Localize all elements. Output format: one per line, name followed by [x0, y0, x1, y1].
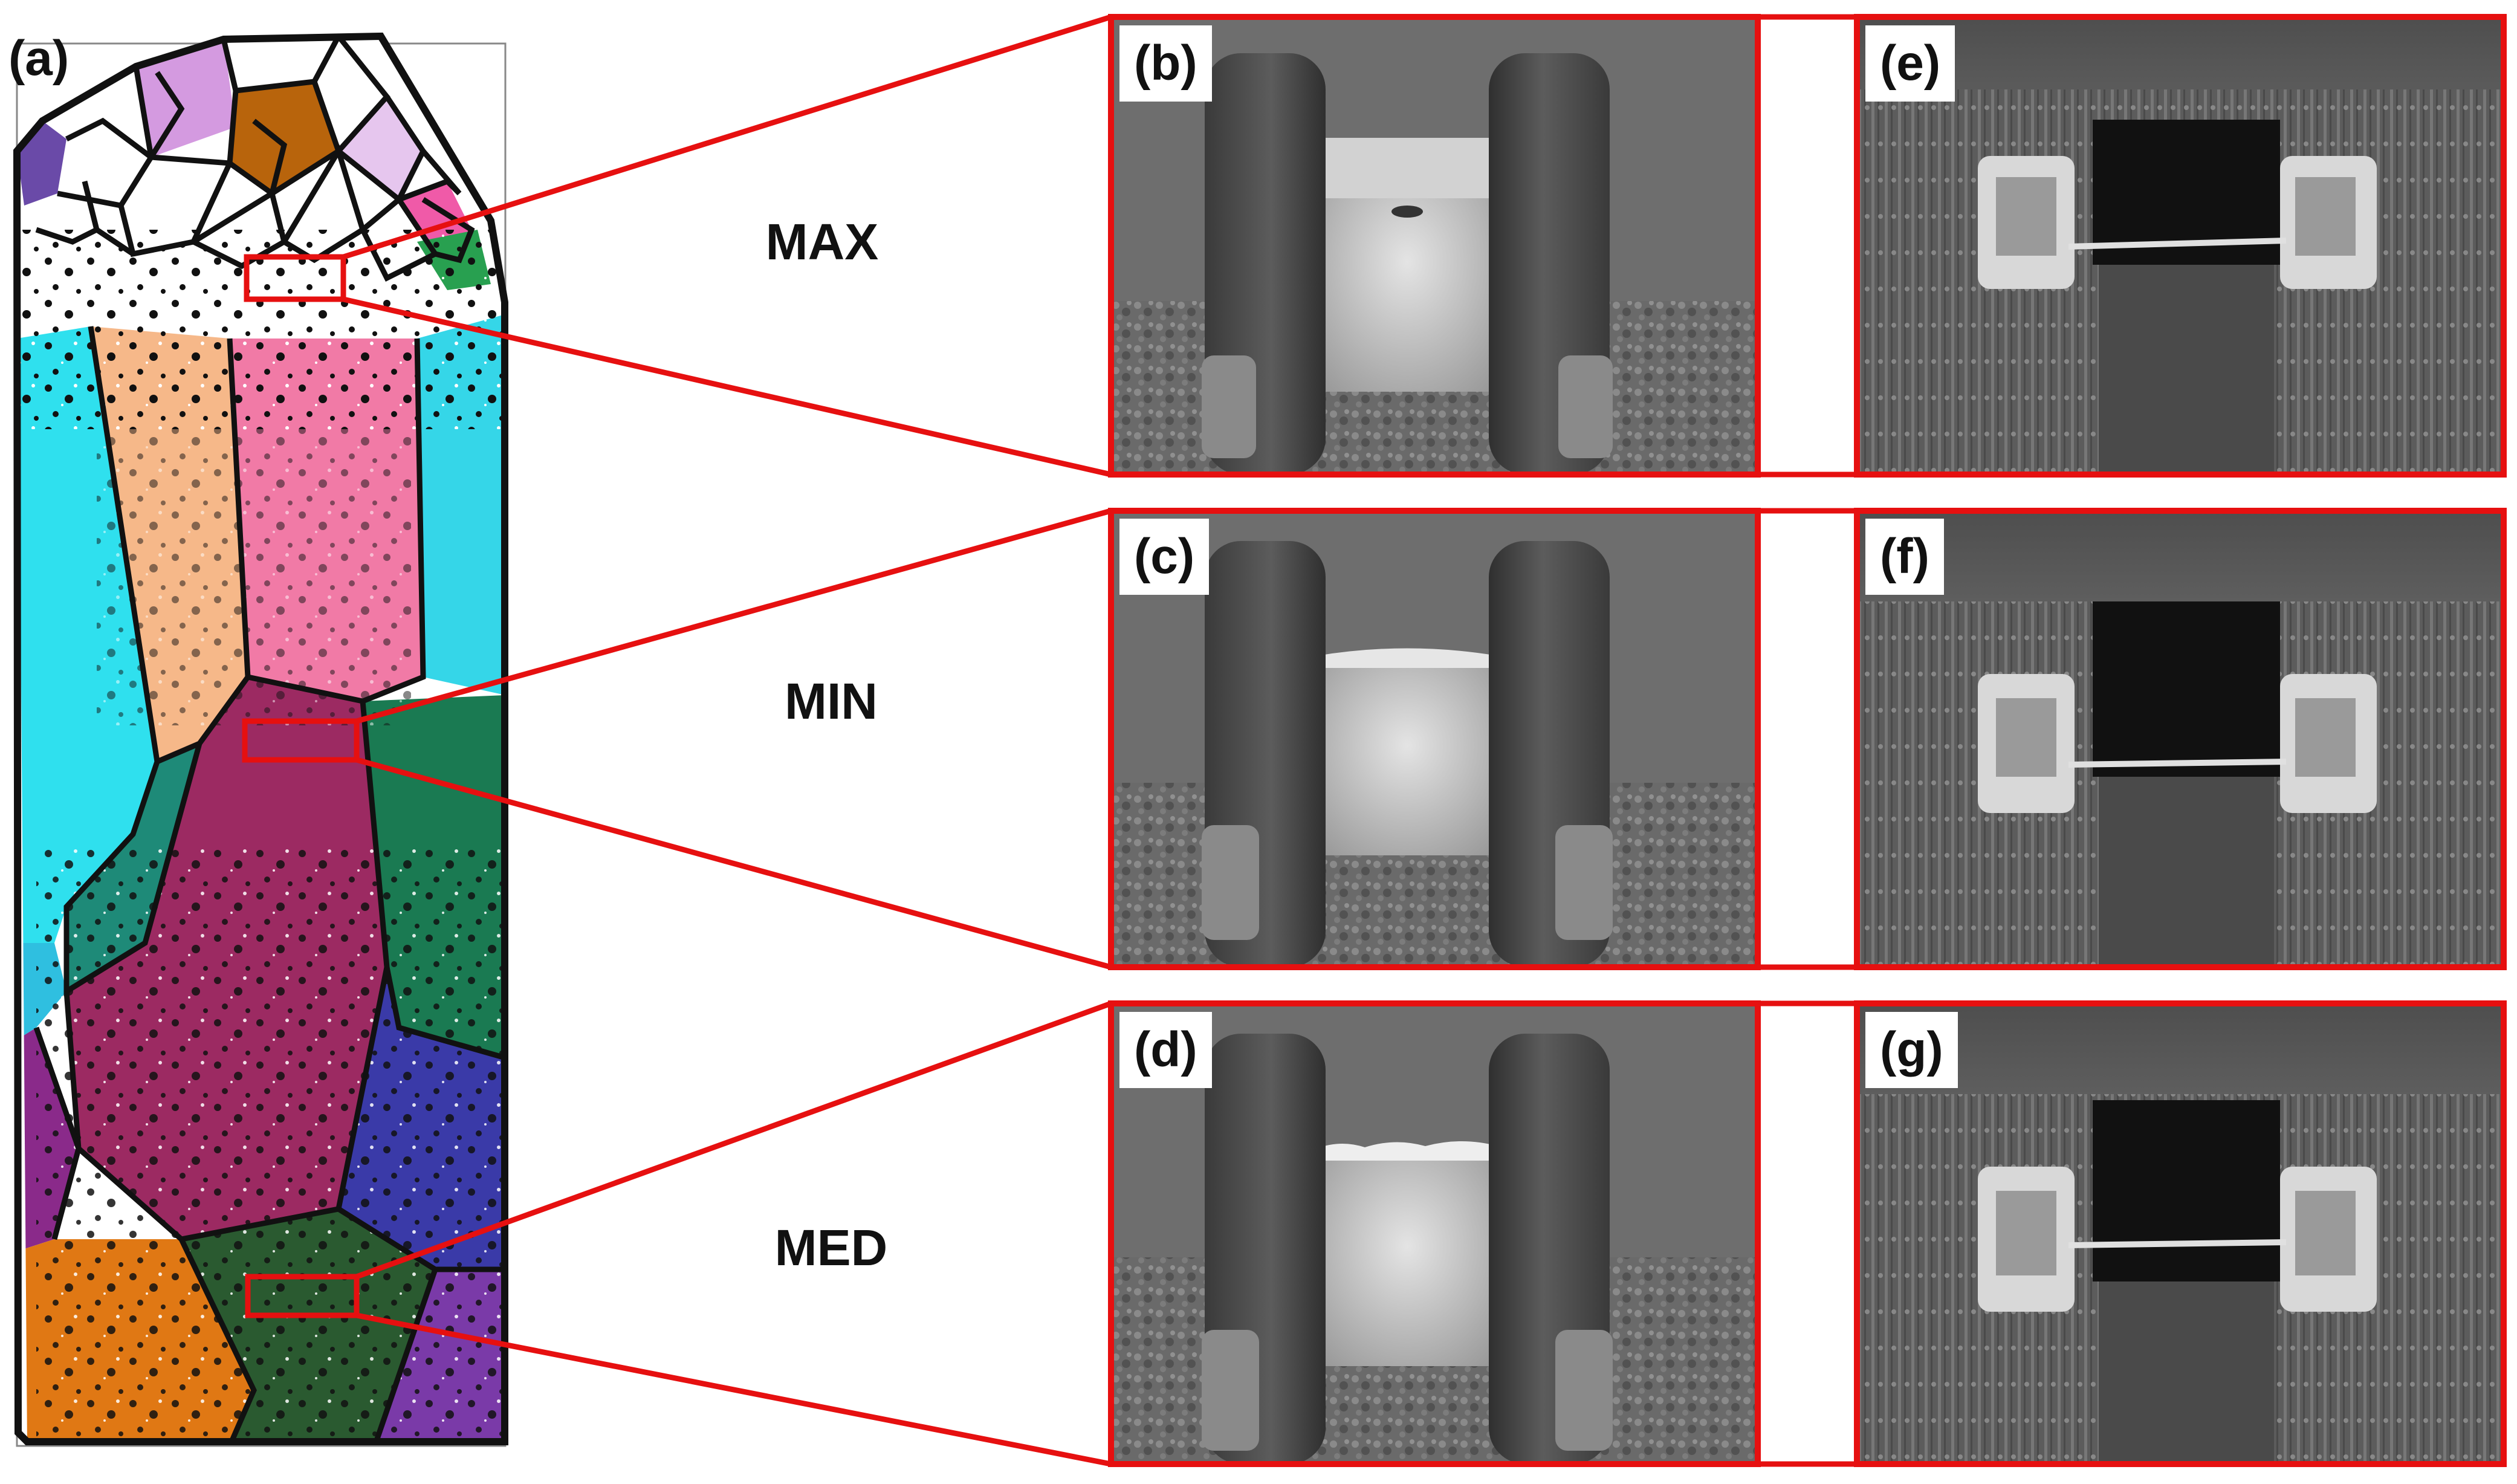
grain-cyan-left: [17, 326, 157, 943]
panel-f-sem-wire: [1857, 511, 2504, 967]
unindexed-points-mid: [97, 423, 411, 725]
frame-g: [1854, 1000, 2507, 1467]
callout-max-top: [342, 14, 1112, 260]
panel-c-sem-pillar: [1111, 511, 1758, 967]
panel-label-f: (f): [1865, 519, 1944, 595]
callout-min-top: [355, 508, 1112, 724]
frame-b: [1108, 14, 1761, 478]
panel-a-grain-map: [13, 32, 508, 1447]
grain-boundaries-coarse: [33, 326, 505, 1445]
grain-top-purple-left: [17, 121, 66, 206]
frame-d: [1108, 1000, 1761, 1467]
grain-top-lilac: [136, 39, 236, 157]
row-label-max: MAX: [765, 213, 879, 270]
specimen-outline: [13, 32, 508, 1445]
row-label-min: MIN: [785, 673, 878, 730]
panel-e-sem-wire: [1857, 17, 2504, 475]
sample-box-med: [245, 1274, 360, 1318]
callout-med-top: [355, 1000, 1112, 1280]
callout-min-bottom: [355, 757, 1112, 970]
panel-label-c: (c): [1119, 519, 1210, 595]
panel-label-g: (g): [1865, 1012, 1958, 1088]
panel-g-sem-wire: [1857, 1003, 2504, 1464]
frame-f: [1854, 508, 2507, 970]
row-label-med: MED: [774, 1219, 888, 1276]
callout-med-bottom: [356, 1312, 1112, 1467]
panel-label-a: (a): [8, 31, 70, 86]
panel-label-b: (b): [1119, 25, 1212, 102]
unindexed-points-lower: [36, 846, 505, 1445]
sample-box-max: [244, 254, 346, 302]
unindexed-points-upper: [17, 230, 505, 429]
panel-label-d: (d): [1119, 1012, 1212, 1088]
frame-e: [1854, 14, 2507, 478]
sample-box-min: [242, 718, 360, 763]
grain-boundaries-fine: [35, 36, 475, 282]
panel-label-e: (e): [1865, 25, 1955, 102]
frame-c: [1108, 508, 1761, 970]
panel-b-sem-pillar: [1111, 17, 1758, 475]
callout-lines: [342, 14, 1857, 1467]
panel-frames: [1108, 14, 2507, 1467]
panel-d-sem-pillar: [1111, 1003, 1758, 1464]
callout-max-bottom: [342, 296, 1112, 478]
